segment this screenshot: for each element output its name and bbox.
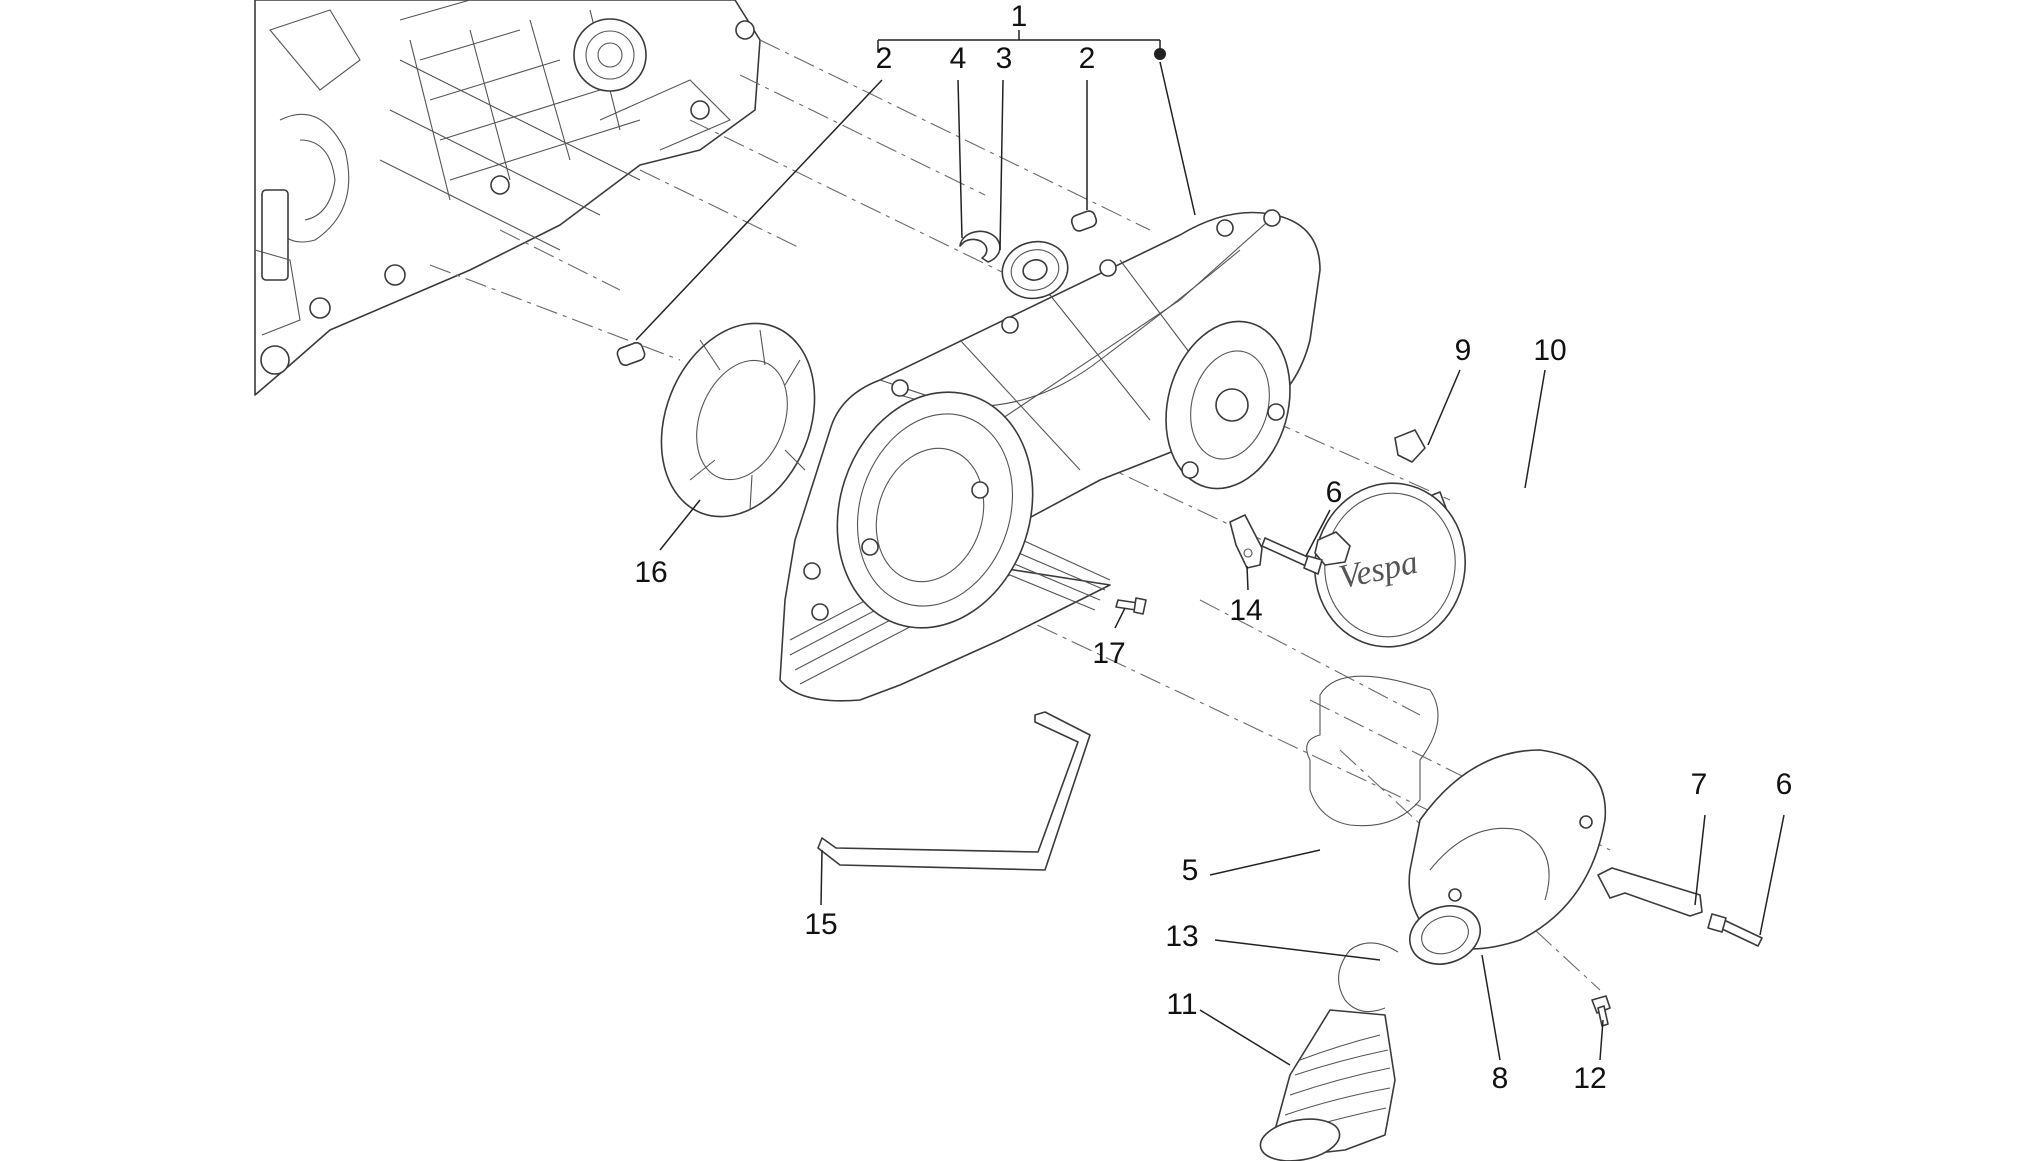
spacer-nut — [1314, 531, 1351, 566]
gasket-seal — [1306, 675, 1439, 827]
callout-14: 14 — [1229, 594, 1262, 627]
engine-crankcase — [254, 0, 761, 396]
screw-small — [1115, 597, 1147, 615]
callout-11: 11 — [1166, 988, 1197, 1021]
bolt-lower — [1707, 913, 1763, 947]
bullet-dot — [1154, 48, 1166, 60]
callout-10: 10 — [1533, 334, 1566, 367]
transmission-cover — [779, 209, 1321, 702]
callout-1: 1 — [1011, 0, 1028, 33]
baffle-plate — [660, 322, 816, 518]
callout-13: 13 — [1165, 920, 1198, 953]
callout-3: 3 — [996, 42, 1013, 75]
callout-8: 8 — [1492, 1062, 1509, 1095]
bolt-upper — [1261, 537, 1323, 575]
callout-labels: 1 2 4 3 2 9 10 6 16 14 17 7 6 5 15 13 11… — [634, 0, 1792, 1095]
leader-lines — [635, 30, 1785, 1066]
callout-15: 15 — [804, 908, 837, 941]
callout-4: 4 — [950, 42, 967, 75]
callout-17: 17 — [1092, 637, 1125, 670]
callout-7: 7 — [1691, 768, 1708, 801]
bracket-plate — [1229, 514, 1263, 569]
bearing — [1001, 240, 1069, 300]
callout-2-left: 2 — [876, 42, 893, 75]
bracket-right — [1597, 867, 1703, 917]
screw-lower — [1591, 995, 1611, 1027]
circlip — [959, 230, 1001, 263]
hose-clamp — [1338, 942, 1399, 1013]
clutch-cover-plug — [1394, 429, 1426, 463]
dowel-pin-right — [1070, 210, 1098, 232]
callout-6-lower: 6 — [1776, 768, 1793, 801]
intake-cover — [1408, 749, 1607, 965]
callout-16: 16 — [634, 556, 667, 589]
callout-2-right: 2 — [1079, 42, 1096, 75]
vespa-logo-cap: Vespa — [1313, 482, 1467, 648]
callout-12: 12 — [1573, 1062, 1606, 1095]
dowel-pin-left — [616, 341, 646, 367]
callout-9: 9 — [1455, 334, 1472, 367]
callout-6-upper: 6 — [1326, 476, 1343, 509]
callout-5: 5 — [1182, 854, 1199, 887]
drain-hose — [817, 711, 1091, 871]
intake-bellows — [1259, 1009, 1396, 1161]
